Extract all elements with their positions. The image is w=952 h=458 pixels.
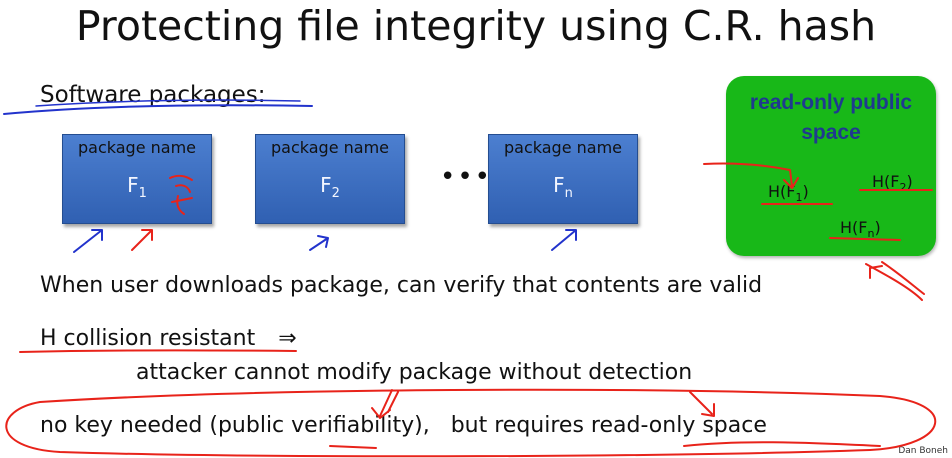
slide-title: Protecting file integrity using C.R. has… [75, 2, 877, 50]
read-only-public-space: read-only public space H(F1) H(F2) H(Fn) [726, 76, 936, 256]
hash-f1: H(F1) [768, 182, 809, 205]
verify-sentence: When user downloads package, can verify … [40, 273, 763, 298]
package-file-2: F2 [320, 173, 340, 201]
package-box-1: package name F1 [62, 134, 212, 224]
red-underline-readonly [683, 441, 881, 447]
read-only-space-text: but requires read-only space [450, 413, 767, 438]
package-name-label: package name [503, 138, 622, 157]
package-box-2: package name F2 [255, 134, 405, 224]
author-credit: Dan Boneh [898, 446, 948, 456]
red-arrow-pkg1 [131, 229, 153, 251]
red-underline-verifiability [329, 445, 377, 449]
collision-resistant-line: H collision resistant ⇒ [40, 325, 297, 353]
software-packages-heading: Software packages: [40, 82, 266, 108]
package-file-n: Fn [553, 173, 573, 201]
package-file-1: F1 [127, 173, 147, 201]
no-key-sentence: no key needed (public verifiability), bu… [40, 412, 767, 440]
implies-arrow: ⇒ [278, 326, 297, 351]
blue-arrow-1 [73, 229, 103, 253]
collision-resistant-text: H collision resistant [40, 326, 256, 351]
public-space-title: read-only public space [749, 91, 913, 144]
package-box-n: package name Fn [488, 134, 638, 224]
package-name-label: package name [270, 138, 389, 157]
red-up-arrows [865, 261, 925, 301]
hash-f2: H(F2) [872, 172, 913, 195]
package-name-label: package name [77, 138, 196, 157]
blue-arrow-2 [309, 235, 329, 251]
blue-arrow-3 [551, 229, 577, 251]
hash-fn: H(Fn) [840, 218, 881, 241]
ellipsis: ••• [440, 162, 493, 192]
attacker-sentence: attacker cannot modify package without d… [136, 360, 693, 385]
public-verifiability-text: no key needed (public verifiability), [40, 413, 430, 438]
